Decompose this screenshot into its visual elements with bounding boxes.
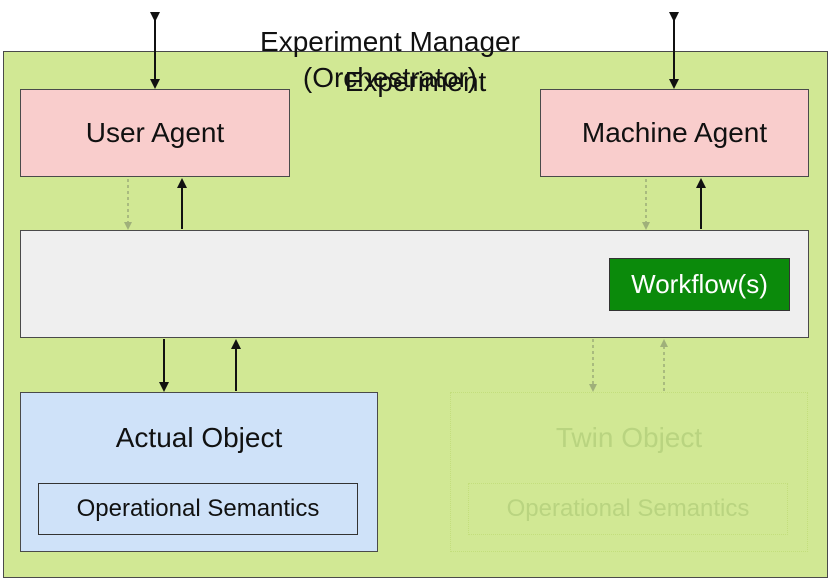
twin-object-box [450, 392, 808, 552]
user-agent-box: User Agent [20, 89, 290, 177]
actual-object-box [20, 392, 378, 552]
actual-operational-semantics-box: Operational Semantics [38, 483, 358, 535]
experiment-manager-label: Experiment Manager (Orchestrator) [0, 24, 780, 96]
experiment-manager-title: Experiment Manager [260, 26, 520, 57]
orchestrator-subtitle: (Orchestrator) [302, 62, 478, 93]
actual-object-title: Actual Object [115, 422, 283, 453]
twin-object-title: Twin Object [555, 422, 703, 453]
workflow-box: Workflow(s) [609, 258, 790, 311]
machine-agent-box: Machine Agent [540, 89, 809, 177]
twin-operational-semantics-box: Operational Semantics [468, 483, 788, 535]
experiment-title: Experiment [344, 66, 487, 97]
